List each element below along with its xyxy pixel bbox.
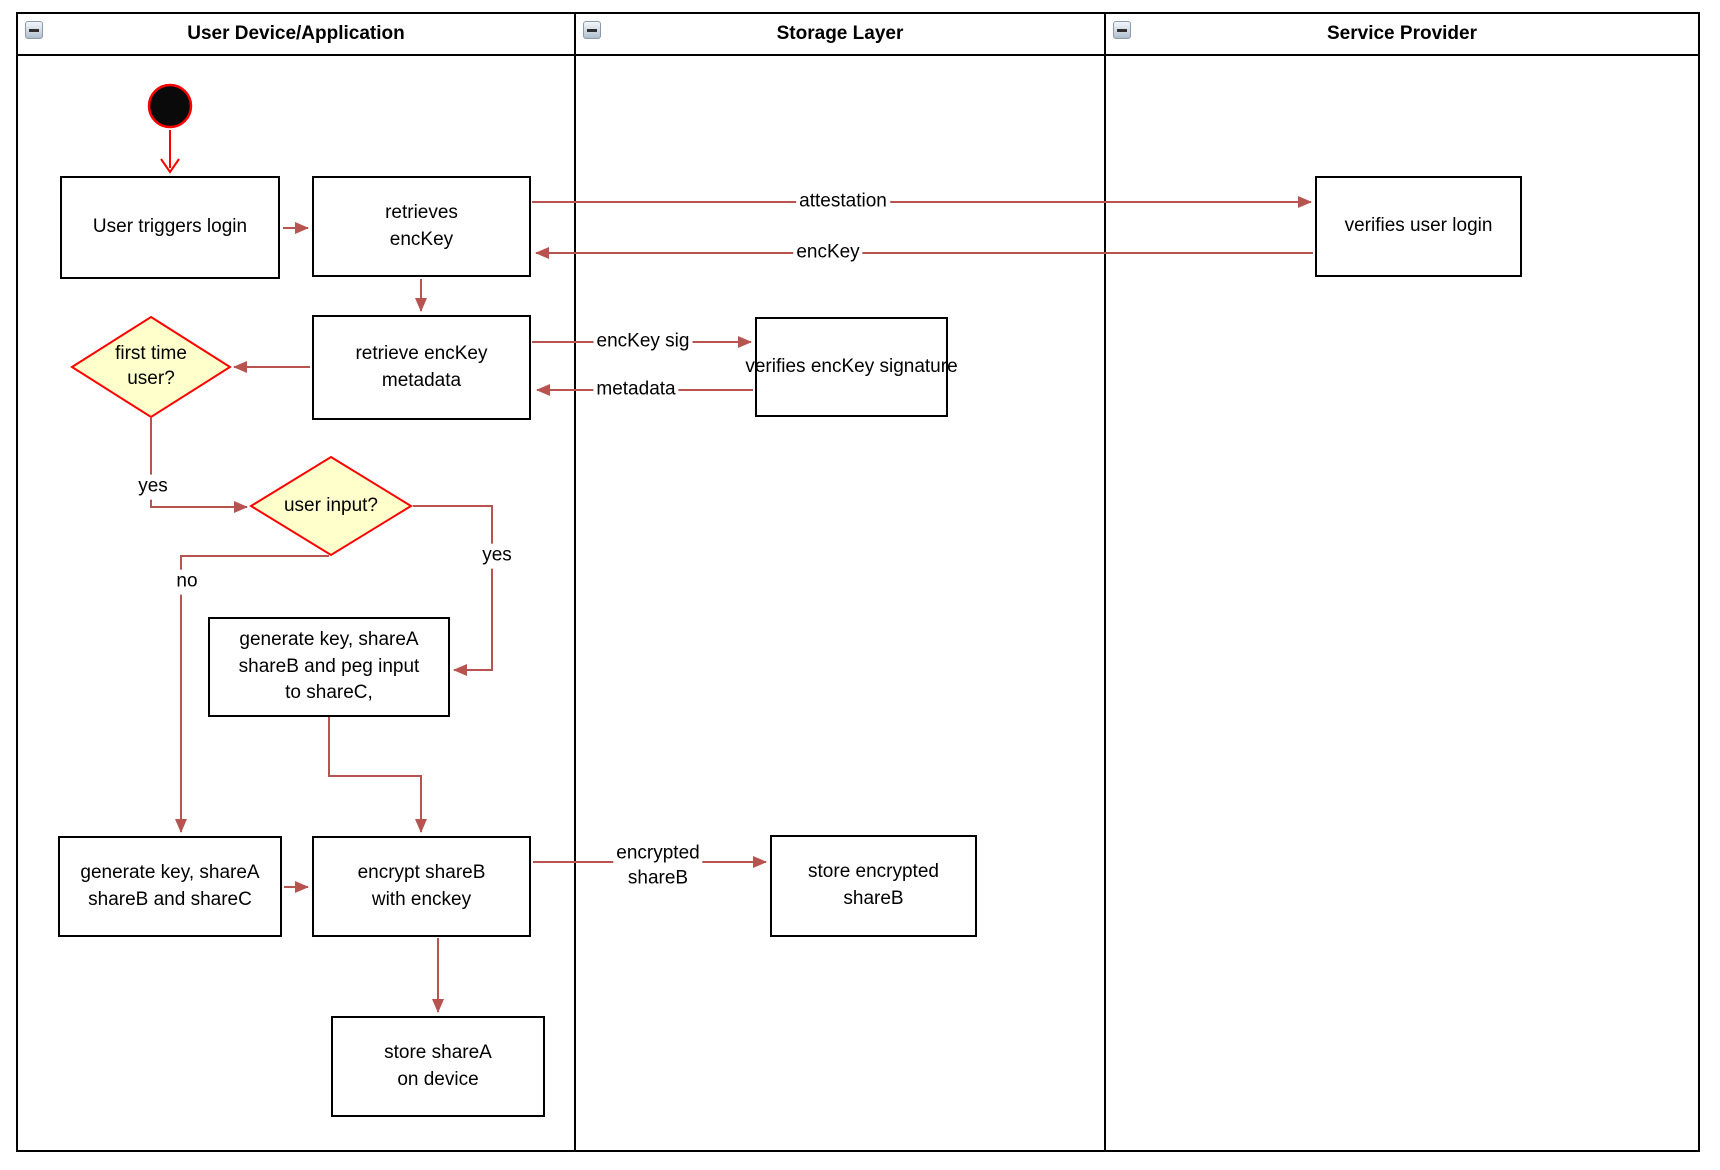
pool-frame [16, 12, 1700, 1152]
node-user-triggers-login[interactable]: User triggers login [60, 176, 280, 279]
edge-label-yes-first-time: yes [135, 474, 171, 500]
collapse-minus-icon[interactable] [583, 21, 601, 39]
collapse-minus-icon[interactable] [1113, 21, 1131, 39]
minus-bar [587, 29, 597, 32]
node-label: generate key, shareA shareB and peg inpu… [238, 629, 420, 704]
node-label: verifies user login [1344, 215, 1493, 237]
node-label: store shareA on device [384, 1041, 492, 1090]
lane-title-storage-layer: Storage Layer [776, 23, 904, 44]
decision-first-time-user[interactable] [70, 315, 232, 419]
decision-user-input[interactable] [249, 455, 413, 557]
node-store-sharea-device[interactable]: store shareA on device [331, 1016, 545, 1117]
edge-label-no-user-input: no [173, 569, 201, 595]
lane-title-user-device: User Device/Application [187, 23, 405, 44]
minus-bar [29, 29, 39, 32]
node-label: generate key, shareA shareB and shareC [80, 861, 260, 910]
node-label: retrieves encKey [385, 201, 458, 250]
node-label: encrypt shareB with enckey [357, 861, 486, 910]
edge-label-yes-user-input: yes [479, 543, 515, 569]
edge-label-encrypted-shareb: encrypted shareB [613, 841, 703, 891]
node-generate-shares[interactable]: generate key, shareA shareB and shareC [58, 836, 282, 937]
edge-userinput-yes [413, 505, 493, 676]
node-label: User triggers login [92, 216, 248, 238]
node-generate-peg-sharec[interactable]: generate key, shareA shareB and peg inpu… [208, 617, 450, 717]
edge-peg-to-encrypt [328, 717, 427, 833]
node-retrieve-enckey-metadata[interactable]: retrieve encKey metadata [312, 315, 531, 420]
edge-label-enckey: encKey [793, 240, 863, 266]
minus-bar [1117, 29, 1127, 32]
node-verifies-enckey-signature[interactable]: verifies encKey signature [745, 317, 958, 417]
node-verifies-user-login[interactable]: verifies user login [1315, 176, 1522, 277]
edge-firsttime-yes [150, 418, 248, 513]
start-arrowhead [160, 158, 180, 174]
node-label: verifies encKey signature [745, 355, 958, 377]
initial-node[interactable] [147, 83, 193, 129]
node-retrieves-enckey[interactable]: retrieves encKey [312, 176, 531, 277]
lane-title-service-provider: Service Provider [1327, 23, 1477, 44]
collapse-minus-icon[interactable] [25, 21, 43, 39]
edge-label-metadata: metadata [593, 377, 679, 403]
node-encrypt-shareb[interactable]: encrypt shareB with enckey [312, 836, 531, 937]
edge-label-attestation: attestation [796, 189, 890, 215]
node-store-encrypted-shareb[interactable]: store encrypted shareB [770, 835, 977, 937]
edge-label-enckey-sig: encKey sig [593, 329, 693, 355]
edge-userinput-no [175, 555, 329, 833]
node-label: retrieve encKey metadata [355, 342, 488, 391]
node-label: store encrypted shareB [808, 861, 939, 909]
